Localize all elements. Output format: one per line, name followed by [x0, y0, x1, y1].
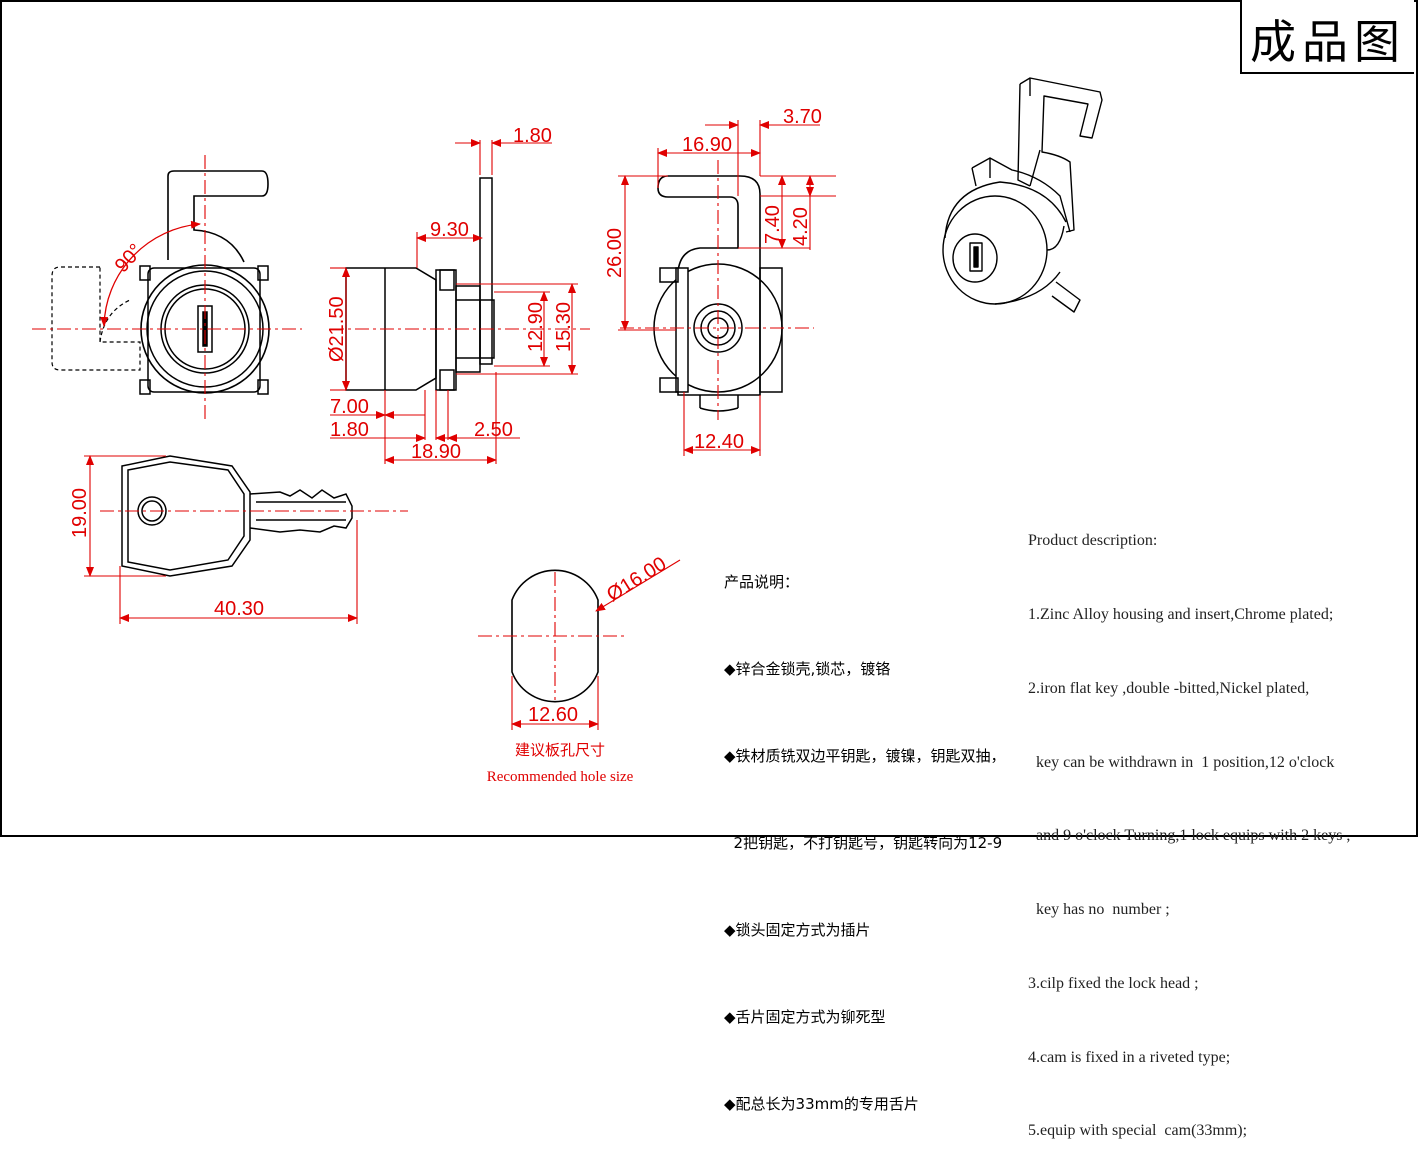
en-description-heading: Product description: — [1028, 532, 1158, 550]
isometric-view — [942, 77, 1103, 313]
dim-key-width: 40.30 — [214, 598, 264, 620]
hole-view-centerlines — [478, 572, 628, 700]
en-description-item: 1.Zinc Alloy housing and insert,Chrome p… — [1028, 605, 1334, 623]
technical-drawing: 90° — [32, 77, 1103, 730]
title-block: 成品图 — [1240, 0, 1414, 74]
cn-product-description: 产品说明： ◆锌合金锁壳,锁芯，镀铬 ◆铁材质铣双边平钥匙，镀镍，钥匙双抽， 2… — [724, 510, 1006, 1148]
dim-width-1-80: 1.80 — [330, 419, 369, 441]
cn-description-item: ◆锌合金锁壳,锁芯，镀铬 — [724, 660, 891, 678]
dim-width-3-70: 3.70 — [783, 106, 822, 128]
dim-key-height: 19.00 — [69, 488, 91, 538]
dim-height-12-90: 12.90 — [525, 302, 547, 352]
key-view — [121, 455, 353, 577]
cn-description-item: ◆配总长为33mm的专用舌片 — [724, 1095, 919, 1113]
en-description-item: 4.cam is fixed in a riveted type; — [1028, 1048, 1231, 1066]
cn-description-item: ◆锁头固定方式为插片 — [724, 921, 871, 939]
cn-description-item: ◆舌片固定方式为铆死型 — [724, 1008, 886, 1026]
dim-depth-9-30: 9.30 — [430, 219, 469, 241]
dim-width-16-90: 16.90 — [682, 134, 732, 156]
hole-caption: 建议板孔尺寸 Recommended hole size — [470, 738, 650, 790]
dim-height-4-20: 4.20 — [790, 207, 812, 246]
dim-hole-width: 12.60 — [528, 704, 578, 726]
dim-height-7-40: 7.40 — [762, 205, 784, 244]
cn-description-item: ◆铁材质铣双边平钥匙，镀镍，钥匙双抽， — [724, 747, 1006, 765]
en-description-item: key has no number ; — [1028, 901, 1170, 919]
side-view-dimension-lines — [330, 139, 578, 464]
cn-description-heading: 产品说明： — [724, 573, 800, 591]
front-view — [51, 170, 270, 395]
back-view-centerlines — [620, 160, 814, 420]
hole-view — [511, 569, 599, 703]
dim-height-15-30: 15.30 — [553, 302, 575, 352]
en-product-description: Product description: 1.Zinc Alloy housin… — [1028, 480, 1350, 1169]
dim-hole-diameter: Ø16.00 — [603, 553, 670, 606]
dim-width-7-00: 7.00 — [330, 396, 369, 418]
drawing-frame — [0, 0, 1418, 837]
hole-caption-en: Recommended hole size — [486, 769, 634, 785]
rotation-arc — [100, 220, 201, 327]
en-description-item: key can be withdrawn in 1 position,12 o'… — [1028, 753, 1335, 771]
hole-view-dimension-lines — [511, 559, 681, 730]
dim-width-18-90: 18.90 — [411, 441, 461, 463]
en-description-item: 3.cilp fixed the lock head ; — [1028, 974, 1199, 992]
hole-caption-cn: 建议板孔尺寸 — [514, 743, 605, 759]
front-view-centerlines — [32, 155, 302, 422]
back-view-dimension-lines — [618, 120, 836, 456]
dim-height-26-00: 26.00 — [604, 228, 626, 278]
dim-width-12-40: 12.40 — [694, 431, 744, 453]
key-view-dimension-lines — [84, 455, 358, 624]
dim-diameter-21-50: Ø21.50 — [326, 296, 348, 362]
en-description-item: 2.iron flat key ,double -bitted,Nickel p… — [1028, 679, 1310, 697]
dim-angle: 90° — [111, 240, 148, 277]
cn-description-item: 2把钥匙，不打钥匙号，钥匙转向为12-9 — [724, 834, 1003, 852]
en-description-item: 5.equip with special cam(33mm); — [1028, 1122, 1248, 1140]
dim-thickness-top: 1.80 — [513, 125, 552, 147]
drawing-title: 成品图 — [1250, 15, 1406, 69]
dim-width-2-50: 2.50 — [474, 419, 513, 441]
